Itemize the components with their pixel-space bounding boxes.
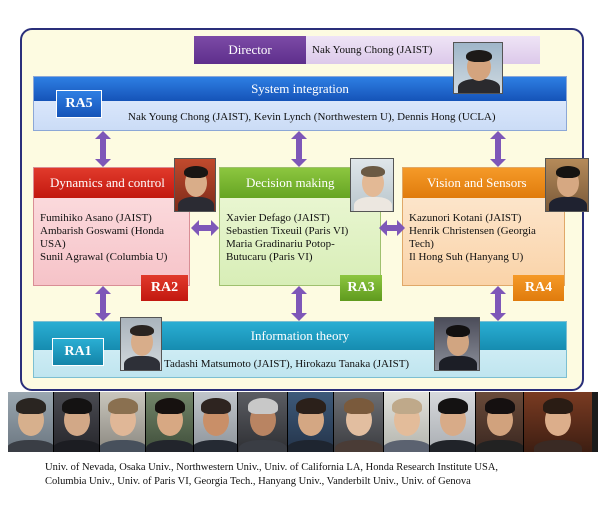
ra3-tag: RA3 [340, 275, 382, 301]
arrow-sys-decision [291, 131, 307, 167]
dynamics-portrait [174, 158, 216, 212]
collaborator-photo [430, 392, 476, 452]
director-portrait [453, 42, 503, 94]
collaborator-photo [54, 392, 100, 452]
dynamics-member-1: Fumihiko Asano (JAIST) [40, 212, 152, 224]
collaborator-photo [238, 392, 288, 452]
vision-sensors-title: Vision and Sensors [403, 168, 564, 198]
arrow-dynamics-decision [191, 220, 219, 236]
collaborator-photo [146, 392, 194, 452]
system-integration-members: Nak Young Chong (JAIST), Kevin Lynch (No… [128, 111, 496, 123]
collaborator-photo [476, 392, 524, 452]
arrow-dynamics-info [95, 286, 111, 321]
collaborator-photo-strip [8, 392, 598, 452]
director-label: Director [194, 36, 306, 64]
dynamics-member-3: USA) [40, 238, 66, 250]
ra5-tag: RA5 [56, 90, 102, 118]
university-list: Univ. of Nevada, Osaka Univ., Northweste… [45, 461, 585, 489]
collaborator-photo [194, 392, 238, 452]
vision-member-3: Tech) [409, 238, 434, 250]
arrow-decision-info [291, 286, 307, 321]
ra4-tag: RA4 [513, 275, 564, 301]
collaborator-photo [524, 392, 592, 452]
info-portrait-left [120, 317, 162, 371]
dynamics-control-box: Dynamics and control Fumihiko Asano (JAI… [33, 167, 190, 286]
collaborator-photo [100, 392, 146, 452]
director-name: Nak Young Chong (JAIST) [306, 36, 540, 64]
decision-member-4: Butucaru (Paris VI) [226, 251, 313, 263]
collaborator-photo [288, 392, 334, 452]
information-theory-title: Information theory [34, 322, 566, 350]
arrow-vision-info [490, 286, 506, 321]
information-theory-members: Tadashi Matsumoto (JAIST), Hirokazu Tana… [164, 358, 410, 370]
decision-portrait [350, 158, 394, 212]
vision-member-1: Kazunori Kotani (JAIST) [409, 212, 522, 224]
decision-member-3: Maria Gradinariu Potop- [226, 238, 335, 250]
arrow-sys-dynamics [95, 131, 111, 167]
dynamics-control-title: Dynamics and control [34, 168, 189, 198]
vision-member-2: Henrik Christensen (Georgia [409, 225, 536, 237]
collaborator-photo [384, 392, 430, 452]
collaborator-photo [8, 392, 54, 452]
dynamics-member-2: Ambarish Goswami (Honda [40, 225, 165, 237]
university-line-2: Columbia Univ., Univ. of Paris VI, Georg… [45, 476, 471, 487]
vision-portrait [545, 158, 589, 212]
university-line-1: Univ. of Nevada, Osaka Univ., Northweste… [45, 462, 499, 473]
dynamics-member-4: Sunil Agrawal (Columbia U) [40, 251, 168, 263]
vision-member-4: Il Hong Suh (Hanyang U) [409, 251, 524, 263]
info-portrait-right [434, 317, 480, 371]
arrow-sys-vision [490, 131, 506, 167]
ra1-tag: RA1 [52, 338, 104, 366]
collaborator-photo [334, 392, 384, 452]
decision-member-1: Xavier Defago (JAIST) [226, 212, 330, 224]
arrow-decision-vision [379, 220, 405, 236]
ra2-tag: RA2 [141, 275, 188, 301]
decision-member-2: Sebastien Tixeuil (Paris VI) [226, 225, 349, 237]
vision-sensors-box: Vision and Sensors Kazunori Kotani (JAIS… [402, 167, 565, 286]
